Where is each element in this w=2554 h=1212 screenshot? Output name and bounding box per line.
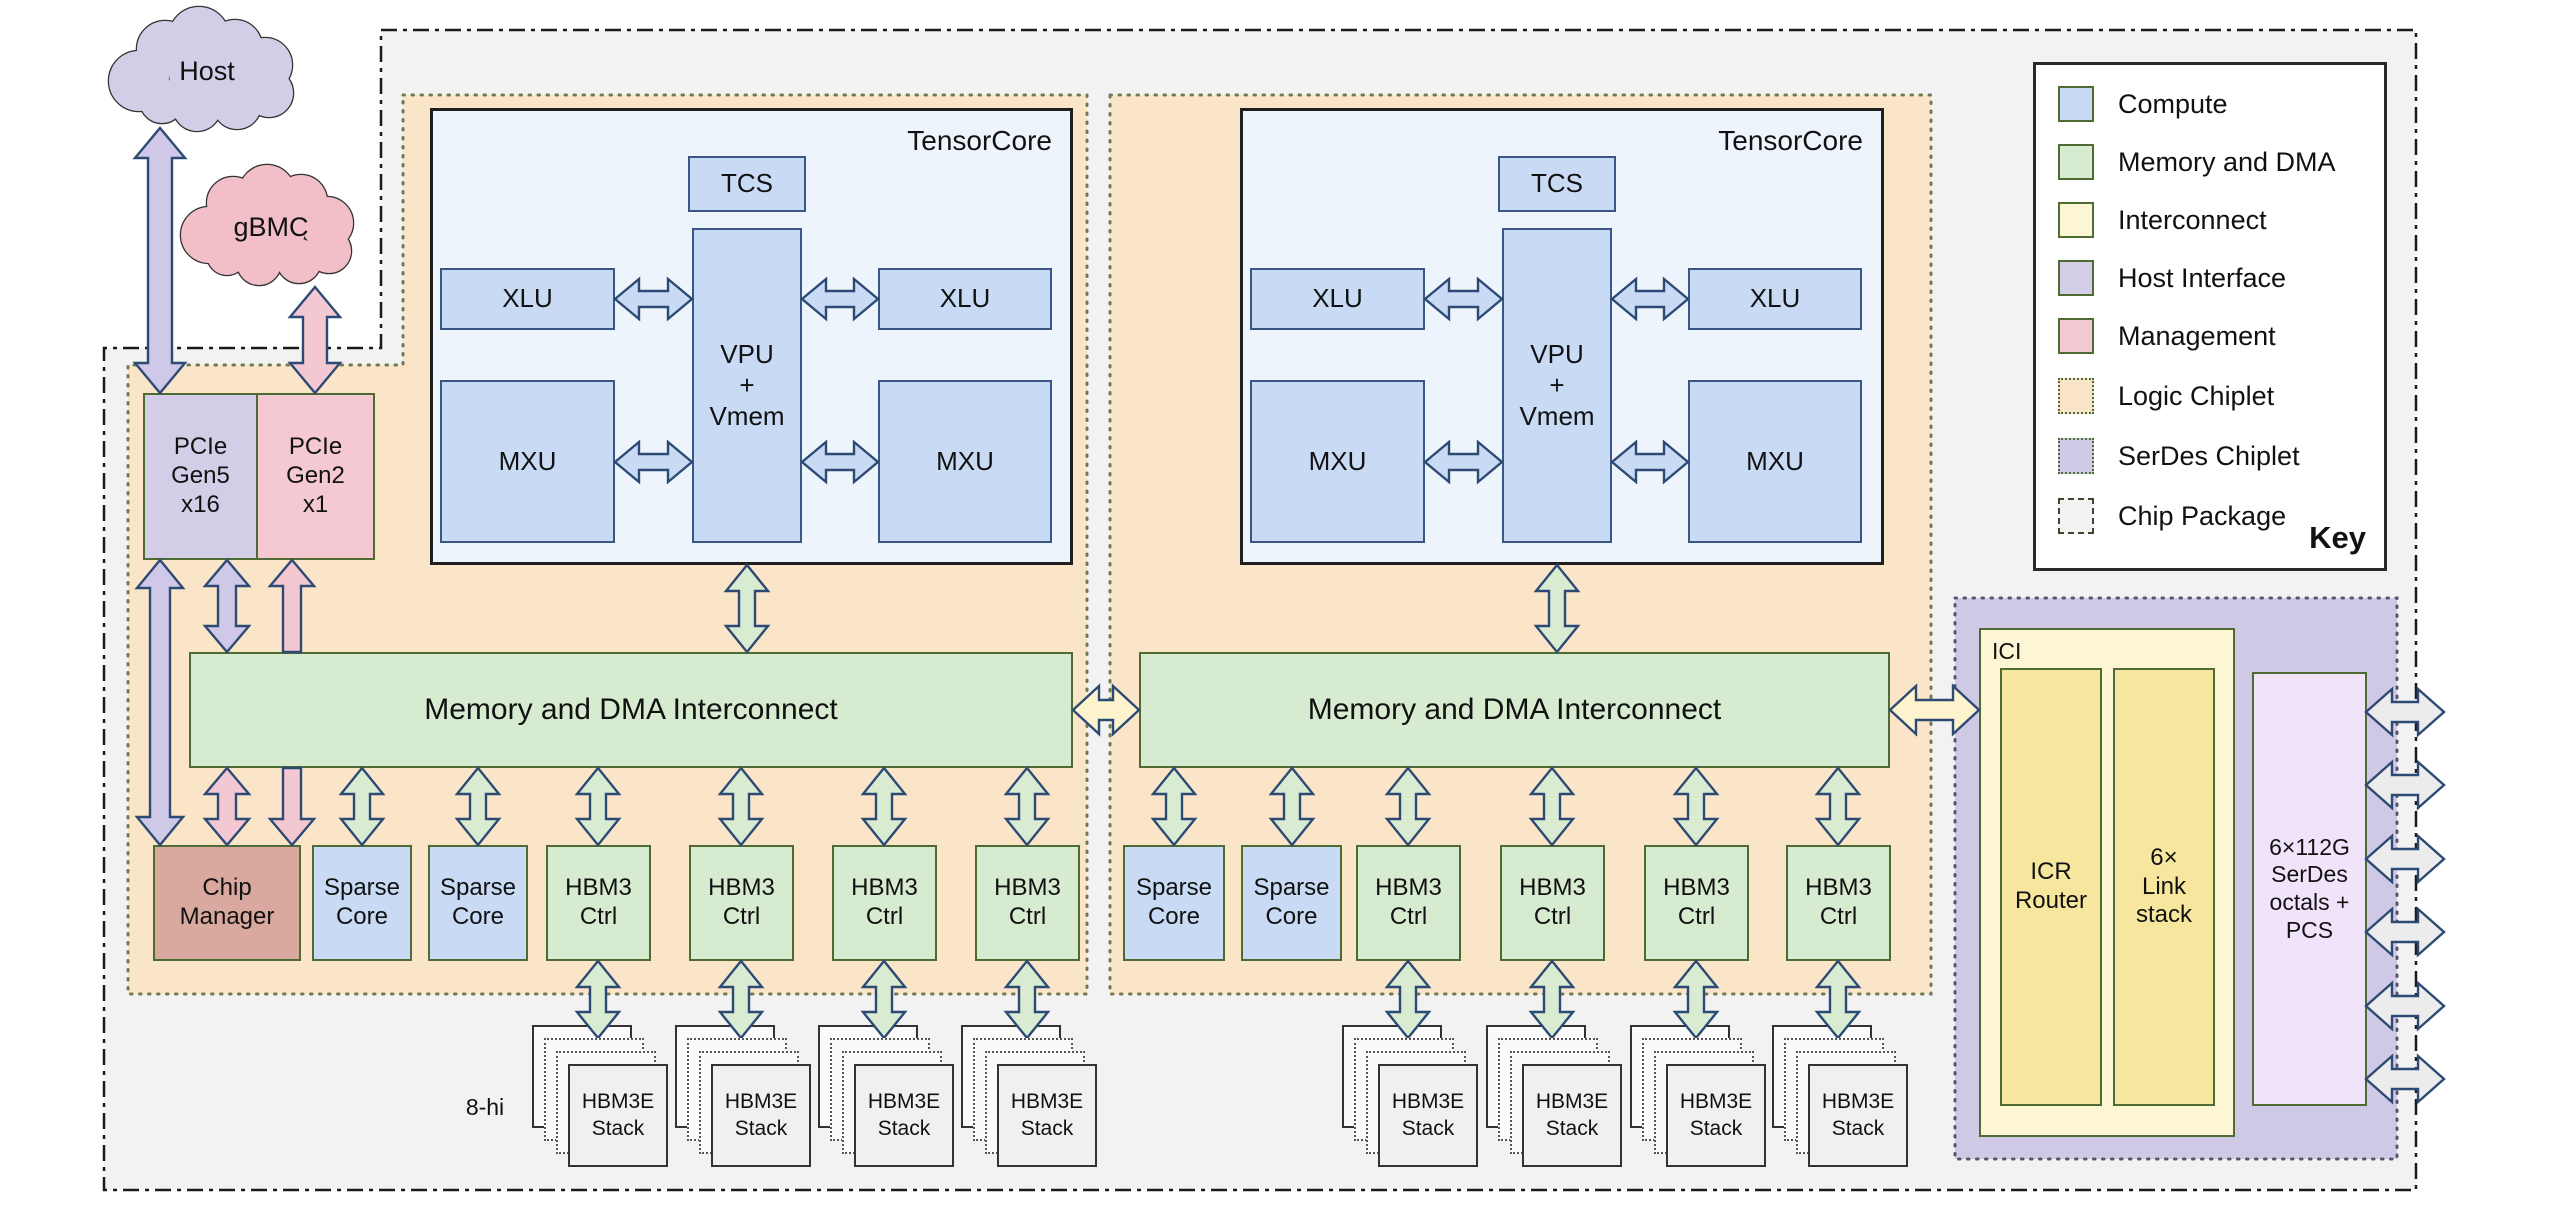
key-item-chip-package: Chip Package bbox=[2058, 497, 2286, 535]
serdes-external-link bbox=[2364, 980, 2446, 1032]
tensorcore-1-title: TensorCore bbox=[907, 125, 1052, 156]
hbm3-ctrl-box: HBM3 Ctrl bbox=[1356, 845, 1461, 961]
hbm3-ctrl-box: HBM3 Ctrl bbox=[1500, 845, 1605, 961]
key-item-logic-chiplet: Logic Chiplet bbox=[2058, 377, 2274, 415]
vpu-vmem-box: VPU + Vmem bbox=[1502, 228, 1612, 543]
serdes-pcs-box: 6×112G SerDes octals + PCS bbox=[2252, 672, 2367, 1106]
hbm3e-stack-label: HBM3E Stack bbox=[1808, 1064, 1908, 1167]
compute-swatch bbox=[2058, 86, 2094, 122]
serdes-chiplet-swatch bbox=[2058, 438, 2094, 474]
chip-package-swatch bbox=[2058, 498, 2094, 534]
link-stack-box: 6× Link stack bbox=[2113, 668, 2215, 1106]
xlu-box: XLU bbox=[1688, 268, 1862, 330]
key-item-memory: Memory and DMA bbox=[2058, 143, 2336, 181]
pcie5-interconnect-link bbox=[202, 558, 252, 654]
hbm3-ctrl-box: HBM3 Ctrl bbox=[546, 845, 651, 961]
pcie2-chipmanager-link bbox=[267, 558, 317, 654]
interconnect-swatch bbox=[2058, 202, 2094, 238]
key-item-interconnect: Interconnect bbox=[2058, 201, 2267, 239]
pcie5-chipmanager-link bbox=[134, 558, 186, 847]
xlu-box: XLU bbox=[440, 268, 615, 330]
icr-router-box: ICR Router bbox=[2000, 668, 2102, 1106]
hbm3-ctrl-box: HBM3 Ctrl bbox=[1786, 845, 1891, 961]
serdes-external-link bbox=[2364, 686, 2446, 738]
hbm3e-stack-label: HBM3E Stack bbox=[1378, 1064, 1478, 1167]
key-item-compute: Compute bbox=[2058, 85, 2228, 123]
tensorcore1-interconnect-link bbox=[723, 563, 771, 654]
interconnect-core-link bbox=[860, 766, 908, 847]
interconnect-core-link bbox=[1814, 766, 1862, 847]
hbm3e-stack-label: HBM3E Stack bbox=[711, 1064, 811, 1167]
serdes-external-link bbox=[2364, 1053, 2446, 1105]
pcie-gen5-box: PCIe Gen5 x16 bbox=[143, 393, 258, 560]
key-title: Key bbox=[2309, 520, 2366, 555]
sparse-core-box: Sparse Core bbox=[312, 845, 412, 961]
serdes-external-link bbox=[2364, 833, 2446, 885]
mxu-box: MXU bbox=[1688, 380, 1862, 543]
hbm3e-stack-label: HBM3E Stack bbox=[568, 1064, 668, 1167]
interconnect-core-link bbox=[1384, 766, 1432, 847]
hbm3e-stack-label: HBM3E Stack bbox=[854, 1064, 954, 1167]
sparse-core-box: Sparse Core bbox=[428, 845, 528, 961]
gbmc-pcie-link bbox=[287, 285, 343, 395]
sparse-core-box: Sparse Core bbox=[1241, 845, 1342, 961]
mxu-box: MXU bbox=[1250, 380, 1425, 543]
interconnect2-ici-link bbox=[1888, 683, 1981, 737]
memory-swatch bbox=[2058, 144, 2094, 180]
gbmc-cloud-label: gBMC bbox=[233, 211, 309, 242]
host-cloud-label: Host bbox=[179, 55, 235, 86]
mxu-box: MXU bbox=[878, 380, 1052, 543]
memory-dma-interconnect-2: Memory and DMA Interconnect bbox=[1139, 652, 1890, 768]
hbm3-ctrl-box: HBM3 Ctrl bbox=[689, 845, 794, 961]
serdes-external-link bbox=[2364, 759, 2446, 811]
interconnect-core-link bbox=[1672, 766, 1720, 847]
chip-manager-box: Chip Manager bbox=[153, 845, 301, 961]
interconnect-core-link bbox=[338, 766, 386, 847]
interconnect-core-link bbox=[574, 766, 622, 847]
hbm3e-stack-label: HBM3E Stack bbox=[1522, 1064, 1622, 1167]
hbm3-ctrl-box: HBM3 Ctrl bbox=[975, 845, 1080, 961]
hbm3-ctrl-box: HBM3 Ctrl bbox=[832, 845, 937, 961]
tcs-box: TCS bbox=[1498, 156, 1616, 212]
stack-height-note: 8-hi bbox=[465, 1093, 505, 1120]
xlu-box: XLU bbox=[1250, 268, 1425, 330]
key-item-management: Management bbox=[2058, 317, 2276, 355]
interconnect-core-link bbox=[1528, 766, 1576, 847]
memory-dma-interconnect-1: Memory and DMA Interconnect bbox=[189, 652, 1073, 768]
ici-label: ICI bbox=[1992, 637, 2022, 664]
key-item-serdes-chiplet: SerDes Chiplet bbox=[2058, 437, 2300, 475]
key-panel: Compute Memory and DMA Interconnect Host… bbox=[2033, 62, 2387, 571]
interconnect-core-link bbox=[454, 766, 502, 847]
hbm3e-stack-label: HBM3E Stack bbox=[1666, 1064, 1766, 1167]
pcie-gen2-box: PCIe Gen2 x1 bbox=[256, 393, 375, 560]
interconnect-core-link bbox=[717, 766, 765, 847]
hbm3-ctrl-box: HBM3 Ctrl bbox=[1644, 845, 1749, 961]
sparse-core-box: Sparse Core bbox=[1123, 845, 1225, 961]
tcs-box: TCS bbox=[688, 156, 806, 212]
xlu-box: XLU bbox=[878, 268, 1052, 330]
host-pcie-link bbox=[132, 126, 188, 395]
tensorcore2-interconnect-link bbox=[1533, 563, 1581, 654]
serdes-external-link bbox=[2364, 906, 2446, 958]
mxu-box: MXU bbox=[440, 380, 615, 543]
vpu-vmem-box: VPU + Vmem bbox=[692, 228, 802, 543]
interconnect-core-link bbox=[1003, 766, 1051, 847]
interconnect-core-link bbox=[1150, 766, 1198, 847]
pcie2-chipmanager-link bbox=[267, 766, 317, 847]
host-interface-swatch bbox=[2058, 260, 2094, 296]
interconnect-chipmanager-link bbox=[202, 766, 252, 847]
interconnect-core-link bbox=[1268, 766, 1316, 847]
hbm3e-stack-label: HBM3E Stack bbox=[997, 1064, 1097, 1167]
logic-chiplet-swatch bbox=[2058, 378, 2094, 414]
interconnect1-interconnect2-link bbox=[1071, 683, 1141, 737]
tensorcore-2-title: TensorCore bbox=[1718, 125, 1863, 156]
management-swatch bbox=[2058, 318, 2094, 354]
key-item-host-interface: Host Interface bbox=[2058, 259, 2286, 297]
